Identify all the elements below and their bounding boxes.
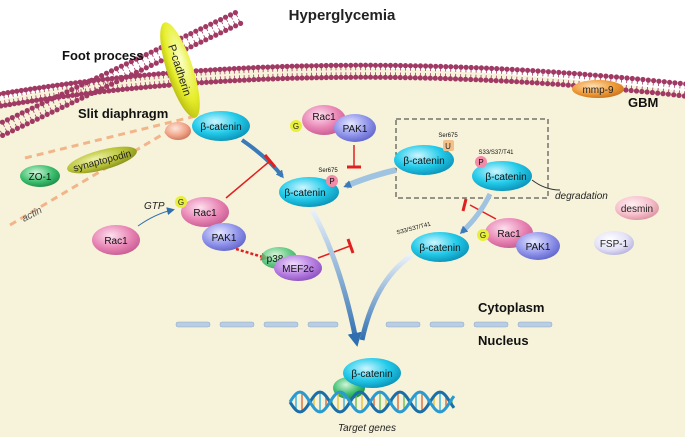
- svg-text:G: G: [480, 231, 486, 240]
- svg-text:Rac1: Rac1: [497, 229, 521, 240]
- rac1-inactive: Rac1: [92, 225, 140, 255]
- svg-text:Rac1: Rac1: [104, 236, 128, 247]
- svg-text:U: U: [445, 142, 451, 151]
- slit-diaphragm-label: Slit diaphragm: [78, 106, 168, 121]
- mmp9-protein: mmp-9: [572, 80, 624, 98]
- svg-text:P: P: [329, 177, 334, 186]
- svg-text:PAK1: PAK1: [526, 242, 551, 253]
- zo1-protein: ZO-1: [20, 165, 60, 187]
- svg-text:β-catenin: β-catenin: [284, 188, 325, 199]
- desmin-protein: desmin: [615, 196, 659, 220]
- svg-text:Rac1: Rac1: [193, 208, 217, 219]
- svg-text:β-catenin: β-catenin: [200, 122, 241, 133]
- svg-text:Rac1: Rac1: [312, 112, 336, 123]
- svg-text:G: G: [178, 198, 184, 207]
- svg-text:β-catenin: β-catenin: [403, 156, 444, 167]
- svg-text:ZO-1: ZO-1: [29, 172, 52, 183]
- gtp-label: GTP: [144, 201, 165, 212]
- svg-text:β-catenin: β-catenin: [419, 243, 460, 254]
- adaptor-protein: [165, 122, 191, 140]
- fsp1-protein: FSP-1: [594, 231, 634, 255]
- foot-process-label: Foot process: [62, 48, 144, 63]
- svg-text:G: G: [293, 122, 299, 131]
- diagram-title: Hyperglycemia: [289, 7, 396, 24]
- svg-text:Ser675: Ser675: [438, 133, 458, 139]
- svg-text:PAK1: PAK1: [212, 233, 237, 244]
- svg-text:FSP-1: FSP-1: [600, 239, 629, 250]
- gbm-label: GBM: [628, 95, 658, 110]
- nucleus-label: Nucleus: [478, 333, 529, 348]
- svg-text:β-catenin: β-catenin: [485, 172, 526, 183]
- cytoplasm-label: Cytoplasm: [478, 300, 544, 315]
- degradation-label: degradation: [555, 191, 608, 202]
- svg-text:desmin: desmin: [621, 204, 653, 215]
- svg-text:P: P: [478, 158, 483, 167]
- svg-text:Ser675: Ser675: [318, 168, 338, 174]
- svg-text:mmp-9: mmp-9: [582, 85, 614, 96]
- svg-text:S33/S37/T41: S33/S37/T41: [478, 150, 514, 156]
- svg-text:MEF2c: MEF2c: [282, 264, 314, 275]
- svg-text:PAK1: PAK1: [343, 124, 368, 135]
- target-genes-label: Target genes: [338, 423, 396, 434]
- beta-catenin-membrane: β-catenin: [192, 111, 250, 141]
- svg-text:β-catenin: β-catenin: [351, 369, 392, 380]
